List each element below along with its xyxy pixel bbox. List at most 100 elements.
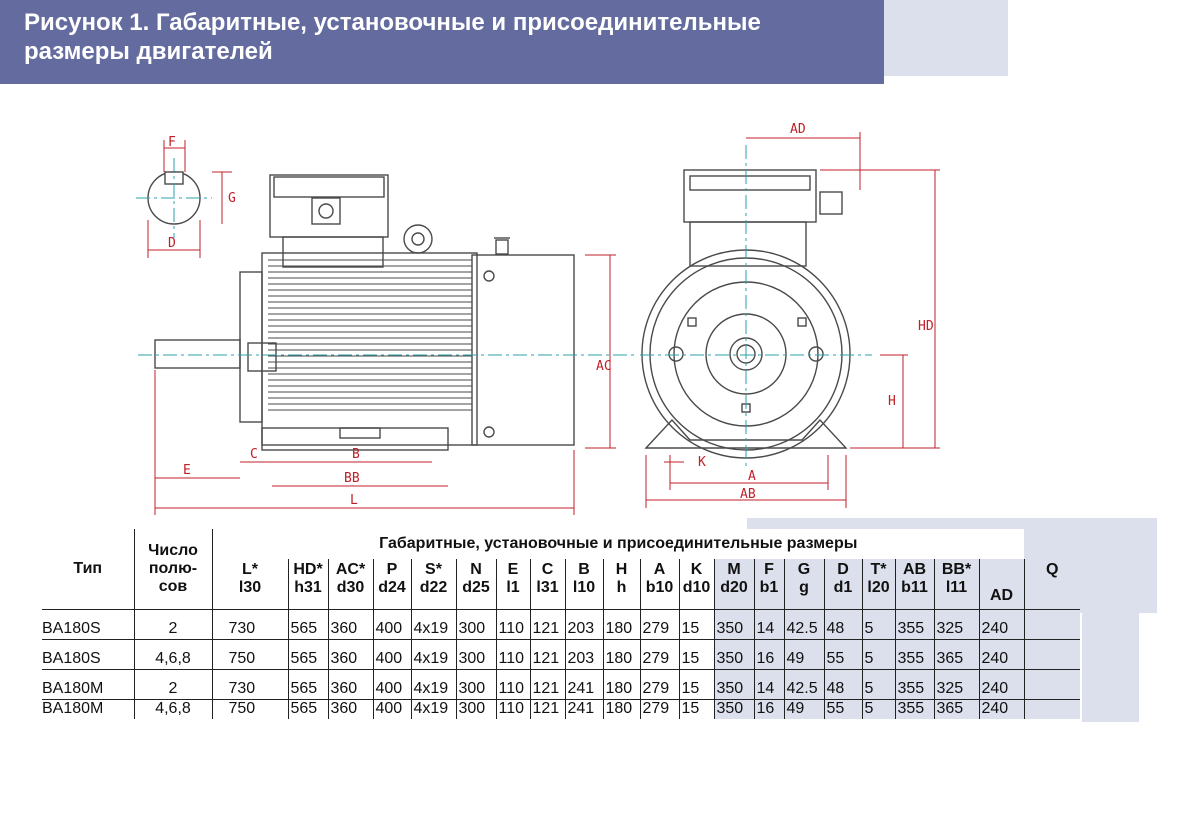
cell-k: 15 — [679, 608, 715, 639]
cell-type: BA180M — [42, 668, 135, 699]
cell-p: 400 — [373, 698, 412, 719]
cell-d: 48 — [824, 668, 863, 699]
cell-l: 730 — [212, 668, 289, 699]
dim-label-c: C — [250, 447, 258, 462]
cell-e: 110 — [496, 608, 531, 639]
dim-label-b: B — [352, 447, 360, 462]
cell-n: 300 — [456, 638, 497, 669]
cell-hd: 565 — [288, 698, 329, 719]
cell-q — [1024, 668, 1080, 699]
cell-b: 203 — [565, 638, 604, 669]
cell-ad: 240 — [979, 668, 1025, 699]
cell-b: 203 — [565, 608, 604, 639]
cell-h: 180 — [603, 668, 641, 699]
cell-e: 110 — [496, 698, 531, 719]
cell-f: 14 — [754, 608, 785, 639]
col-header-poles: Число полю- сов — [134, 529, 213, 609]
cell-bb: 365 — [934, 638, 980, 669]
table-row: BA180S 2 730 565 360 400 4x19 300 110 12… — [42, 608, 1080, 639]
cell-c: 121 — [530, 608, 566, 639]
cell-type: BA180S — [42, 638, 135, 669]
cell-g: 49 — [784, 698, 825, 719]
cell-e: 110 — [496, 638, 531, 669]
fan-cover — [471, 254, 575, 446]
dim-label-bb: BB — [344, 471, 360, 486]
motor-drawing: F G D E C B BB L AC AD HD H K A AB — [136, 122, 940, 515]
cell-f: 16 — [754, 698, 785, 719]
figure-title-line2: размеры двигателей — [24, 38, 273, 65]
terminal-box-end — [683, 169, 817, 223]
cell-hd: 565 — [288, 668, 329, 699]
col-header-hd: HD*h31 — [288, 559, 329, 609]
cell-n: 300 — [456, 698, 497, 719]
cell-s: 4x19 — [411, 638, 457, 669]
cell-s: 4x19 — [411, 698, 457, 719]
cell-h: 180 — [603, 638, 641, 669]
cell-poles: 4,6,8 — [134, 638, 213, 669]
col-header-poles-line2: полю- — [148, 559, 198, 577]
cell-n: 300 — [456, 608, 497, 639]
cell-m: 350 — [714, 638, 755, 669]
col-header-ac: AC*d30 — [328, 559, 374, 609]
cell-ab: 355 — [895, 668, 935, 699]
cell-ac: 360 — [328, 608, 374, 639]
cell-ab: 355 — [895, 608, 935, 639]
cell-type: BA180M — [42, 698, 135, 719]
figure-title-bar: Рисунок 1. Габаритные, установочные и пр… — [0, 0, 884, 84]
dim-label-ad: AD — [790, 122, 806, 137]
cell-g: 42.5 — [784, 608, 825, 639]
cell-h: 180 — [603, 608, 641, 639]
terminal-box — [269, 174, 389, 238]
end-base — [644, 418, 848, 449]
table-row: BA180S 4,6,8 750 565 360 400 4x19 300 11… — [42, 638, 1080, 669]
cell-ac: 360 — [328, 638, 374, 669]
col-header-s: S*d22 — [411, 559, 457, 609]
cell-f: 16 — [754, 638, 785, 669]
dim-label-l: L — [350, 493, 358, 508]
dim-label-e: E — [183, 463, 191, 478]
cell-m: 350 — [714, 698, 755, 719]
cell-q — [1024, 638, 1080, 669]
cell-k: 15 — [679, 638, 715, 669]
table-row: BA180M 4,6,8 750 565 360 400 4x19 300 11… — [42, 698, 1080, 719]
col-header-type: Тип — [42, 529, 135, 609]
cell-d: 55 — [824, 698, 863, 719]
col-header-spacer — [1024, 529, 1080, 559]
cell-l: 730 — [212, 608, 289, 639]
shaft — [154, 339, 241, 369]
cell-n: 300 — [456, 668, 497, 699]
cell-a: 279 — [640, 608, 680, 639]
cell-h: 180 — [603, 698, 641, 719]
cell-poles: 2 — [134, 668, 213, 699]
col-header-l: L*l30 — [212, 559, 289, 609]
col-header-poles-line1: Число — [148, 541, 198, 559]
cell-s: 4x19 — [411, 608, 457, 639]
cell-hd: 565 — [288, 608, 329, 639]
cell-b: 241 — [565, 698, 604, 719]
dim-label-ac: AC — [596, 359, 612, 374]
header-band — [884, 0, 1008, 76]
cell-ad: 240 — [979, 638, 1025, 669]
col-header-bb: BB*l11 — [934, 559, 980, 609]
dim-label-h: H — [888, 394, 896, 409]
cell-k: 15 — [679, 668, 715, 699]
col-header-t: T*l20 — [862, 559, 896, 609]
dim-label-ab: AB — [740, 487, 756, 502]
dim-label-f: F — [168, 135, 176, 150]
cell-ad: 240 — [979, 698, 1025, 719]
cell-poles: 4,6,8 — [134, 698, 213, 719]
cell-c: 121 — [530, 698, 566, 719]
cell-a: 279 — [640, 638, 680, 669]
cell-ab: 355 — [895, 698, 935, 719]
stator-body — [261, 252, 478, 446]
cell-ac: 360 — [328, 698, 374, 719]
cell-bb: 325 — [934, 668, 980, 699]
col-header-group: Габаритные, установочные и присоединител… — [212, 529, 1024, 559]
lifting-eye — [403, 224, 433, 254]
